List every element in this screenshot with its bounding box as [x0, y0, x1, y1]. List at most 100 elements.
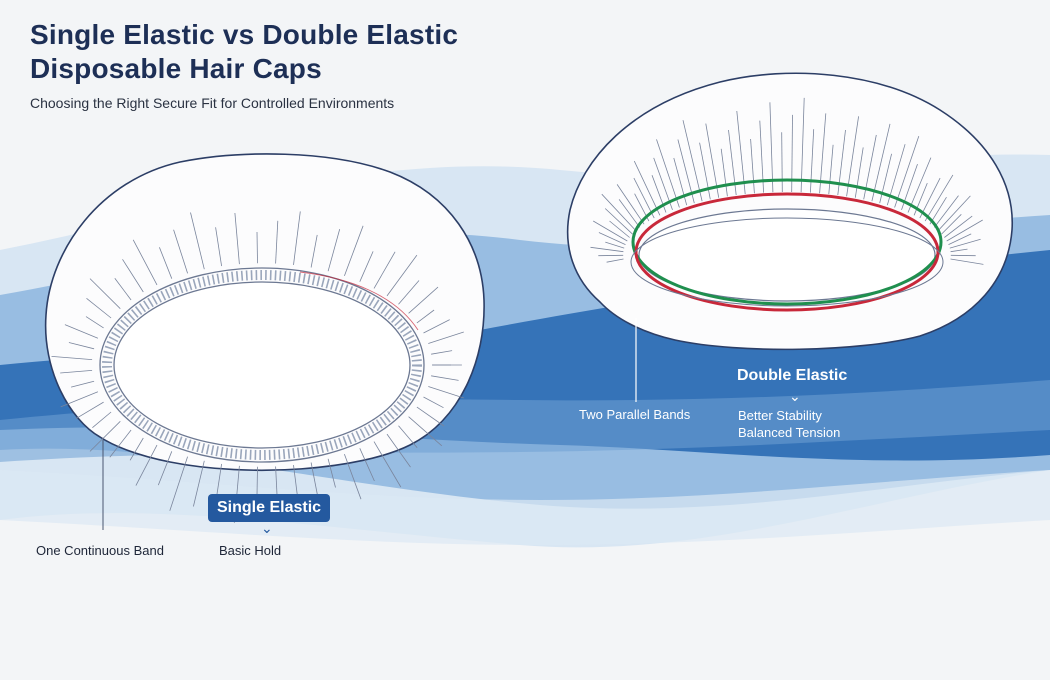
callout-one-continuous-band: One Continuous Band — [36, 543, 164, 558]
cap-fold-line — [60, 391, 99, 408]
chevron-down-icon: ⌄ — [261, 521, 273, 537]
cap-fold-line — [606, 258, 624, 263]
cap-fold-line — [828, 144, 834, 195]
cap-fold-line — [682, 120, 703, 202]
cap-fold-line — [736, 110, 746, 195]
cap-fold-line — [428, 386, 464, 399]
cap-fold-line — [398, 280, 420, 305]
cap-fold-line — [159, 247, 173, 279]
cap-fold-line — [169, 456, 188, 511]
single-elastic-band-inner — [113, 281, 411, 449]
cap-fold-line — [601, 193, 637, 231]
wave-bottom-fade — [0, 470, 1050, 545]
cap-fold-line — [609, 220, 630, 238]
cap-fold-line — [256, 231, 258, 264]
cap-fold-line — [590, 246, 624, 253]
double-elastic-band-red — [634, 192, 940, 312]
cap-fold-line — [423, 396, 444, 409]
cap-fold-line — [616, 184, 645, 225]
double-benefits: Better Stability Balanced Tension — [738, 407, 840, 441]
cap-fold-line — [950, 248, 968, 253]
chevron-down-icon: ⌄ — [789, 389, 801, 405]
cap-fold-line — [937, 195, 971, 231]
cap-fold-line — [598, 232, 626, 245]
cap-fold-line — [327, 228, 341, 272]
cap-fold-line — [135, 444, 158, 486]
cap-fold-line — [51, 356, 93, 360]
cap-fold-line — [386, 433, 411, 468]
cap-fold-line — [879, 153, 892, 204]
cap-fold-line — [431, 375, 459, 381]
cap-fold-line — [293, 211, 301, 265]
cap-fold-line — [592, 220, 628, 242]
cap-fold-line — [618, 199, 641, 228]
title-line-1: Single Elastic vs Double Elastic — [30, 19, 459, 50]
cap-fold-line — [423, 319, 450, 334]
cap-fold-line — [109, 429, 132, 458]
single-elastic-badge: Single Elastic — [208, 494, 331, 522]
cap-fold-line — [871, 123, 891, 202]
double-elastic-cap — [566, 72, 1013, 402]
double-cap-opening — [638, 208, 936, 302]
double-cap-hem — [630, 217, 944, 307]
benefit-better-stability: Better Stability — [738, 408, 822, 423]
single-elastic-red-accent — [299, 271, 419, 331]
cap-fold-line — [656, 139, 680, 208]
cap-fold-line — [190, 212, 205, 270]
cap-fold-line — [946, 219, 983, 242]
cap-fold-line — [132, 239, 158, 286]
cap-fold-line — [129, 437, 144, 461]
cap-fold-line — [327, 458, 336, 488]
cap-fold-line — [949, 238, 981, 249]
benefit-balanced-tension: Balanced Tension — [738, 425, 841, 440]
cap-fold-line — [89, 421, 121, 452]
cap-fold-line — [750, 138, 755, 194]
cap-fold-line — [386, 254, 418, 297]
cap-fold-line — [373, 441, 402, 488]
cap-fold-line — [854, 147, 864, 198]
cap-fold-line — [234, 212, 240, 265]
cap-fold-line — [924, 174, 954, 222]
callout-basic-hold: Basic Hold — [219, 543, 282, 558]
cap-fold-line — [215, 463, 222, 500]
cap-fold-line — [92, 411, 112, 429]
cap-fold-line — [720, 148, 728, 197]
cap-fold-line — [428, 331, 464, 344]
cap-fold-line — [310, 234, 318, 268]
cap-fold-line — [275, 220, 279, 264]
cap-fold-line — [416, 406, 445, 427]
cap-fold-line — [769, 102, 774, 193]
cap-fold-line — [114, 278, 132, 301]
cap-fold-line — [215, 227, 222, 267]
cap-fold-line — [800, 97, 805, 193]
page-subtitle: Choosing the Right Secure Fit for Contro… — [30, 95, 395, 111]
cap-fold-line — [781, 132, 783, 193]
cap-fold-line — [408, 416, 443, 447]
page-title: Single Elastic vs Double Elastic Disposa… — [30, 18, 458, 86]
double-elastic-badge: Double Elastic — [737, 367, 848, 384]
cap-fold-line — [894, 135, 920, 208]
cap-fold-line — [71, 380, 95, 388]
cap-fold-line — [944, 215, 973, 238]
cap-fold-line — [933, 195, 959, 228]
cap-fold-line — [673, 157, 688, 206]
cap-fold-line — [604, 208, 633, 235]
single-elastic-band — [102, 270, 422, 460]
cap-fold-line — [408, 286, 439, 314]
single-elastic-band-outer — [99, 267, 425, 463]
single-elastic-cap — [44, 153, 485, 530]
cap-fold-line — [68, 342, 95, 350]
cap-fold-line — [173, 229, 188, 274]
cap-fold-line — [948, 233, 972, 245]
cap-fold-line — [122, 259, 144, 293]
cap-fold-line — [157, 451, 173, 486]
title-line-2: Disposable Hair Caps — [30, 53, 322, 84]
callout-two-parallel-bands: Two Parallel Bands — [579, 407, 691, 422]
cap-fold-line — [60, 370, 93, 374]
cap-fold-line — [64, 324, 99, 339]
cap-fold-line — [193, 460, 205, 507]
cap-fold-line — [359, 448, 375, 482]
cap-fold-line — [941, 214, 962, 235]
cap-fold-line — [398, 425, 418, 449]
cap-fold-line — [344, 453, 362, 500]
